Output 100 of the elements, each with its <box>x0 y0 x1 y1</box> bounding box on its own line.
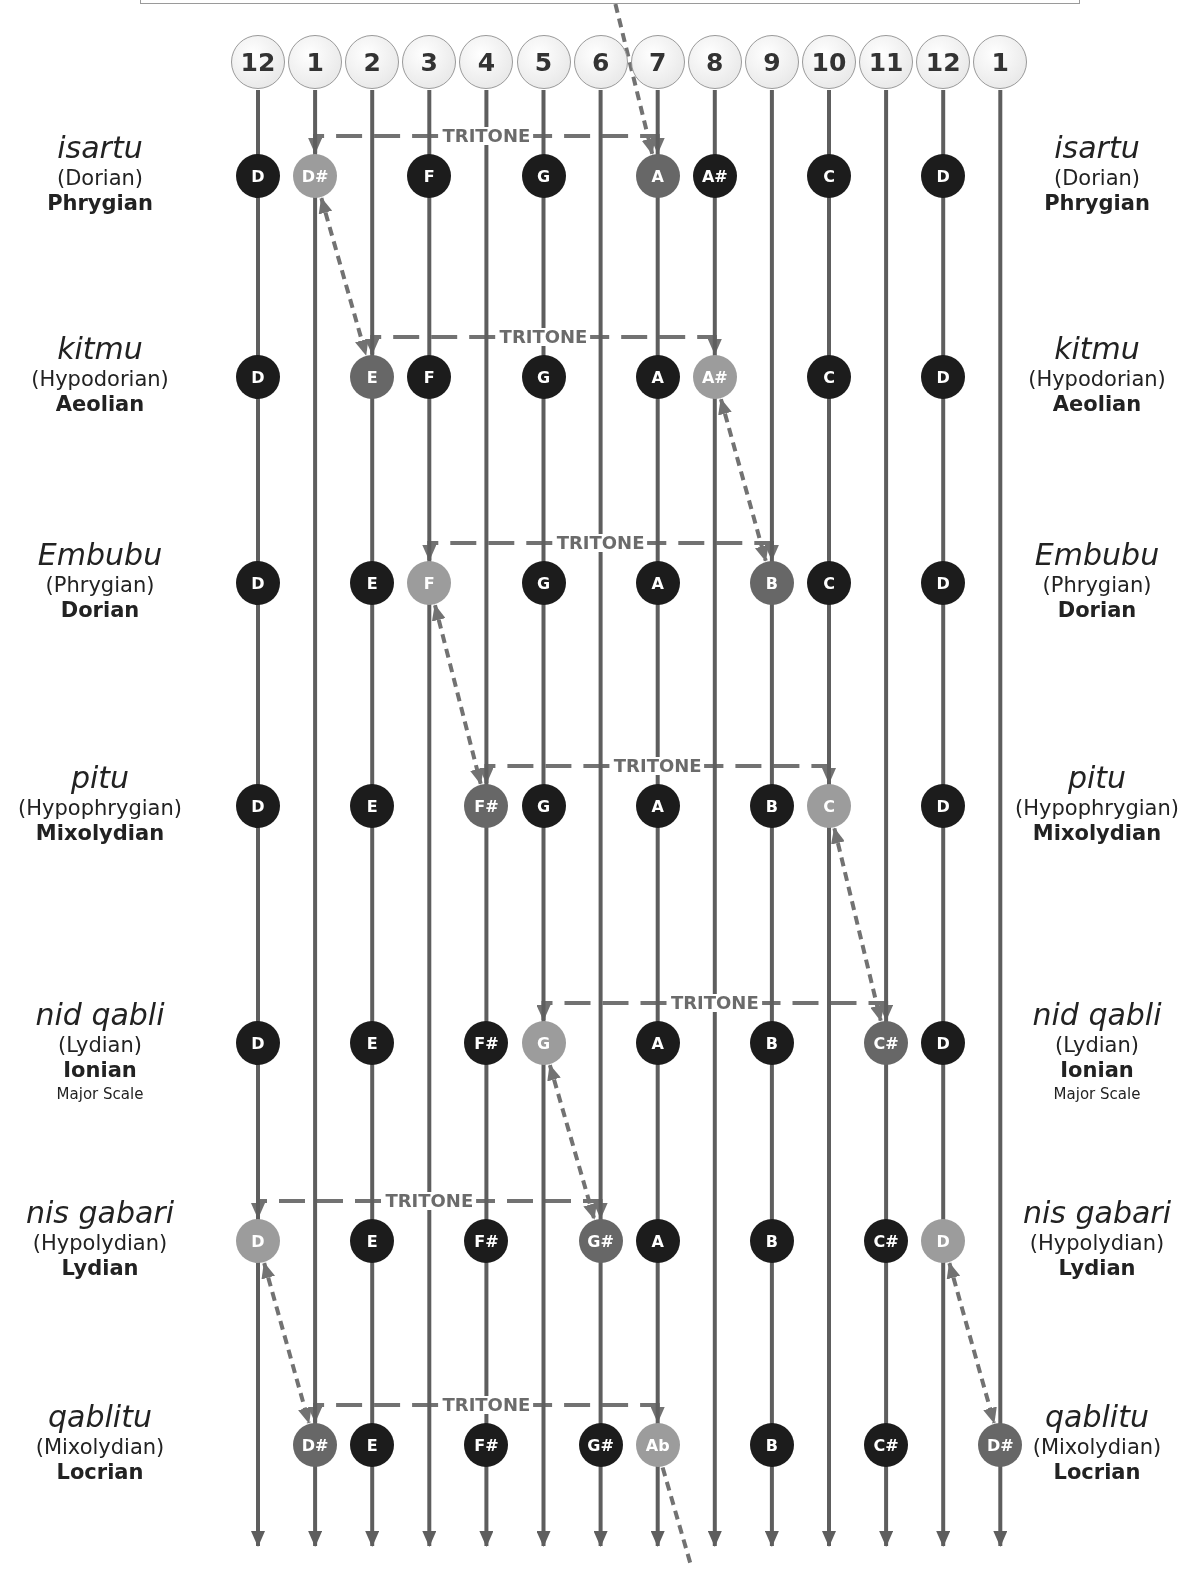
number-circle: 11 <box>859 35 914 89</box>
scale-note: Major Scale <box>1053 1086 1141 1102</box>
note-circle: G# <box>578 1219 623 1263</box>
note-circle: C# <box>864 1219 909 1263</box>
note-circle: D <box>921 154 966 198</box>
mode-label: Locrian <box>56 1461 144 1483</box>
mode-name: nis gabari <box>26 1198 174 1228</box>
mode-name: Embubu <box>37 540 163 570</box>
note-circle: D <box>236 154 280 198</box>
note-circle: D <box>921 355 966 399</box>
note-circle: D <box>236 1021 280 1065</box>
edge-label: TRITONE <box>553 534 648 552</box>
note-circle: A <box>635 355 680 399</box>
double-arrow <box>946 1262 997 1424</box>
mode-alias: (Dorian) <box>1053 167 1141 189</box>
mode-label: Mixolydian <box>35 822 165 844</box>
note-circle: A <box>635 561 680 605</box>
mode-alias: (Hypolydian) <box>1029 1232 1165 1254</box>
mode-alias: (Dorian) <box>56 167 144 189</box>
note-circle: G# <box>578 1423 623 1467</box>
double-arrow <box>318 197 369 356</box>
note-circle: D <box>921 1021 966 1065</box>
note-circle: B <box>749 561 794 605</box>
mode-alias: (Mixolydian) <box>35 1436 165 1458</box>
note-circle: C <box>807 561 851 605</box>
note-circle: A <box>635 784 680 828</box>
note-circle: G <box>521 561 566 605</box>
number-circle: 1 <box>973 35 1028 89</box>
mode-alias: (Lydian) <box>58 1034 142 1056</box>
note-circle: B <box>749 1219 794 1263</box>
note-circle: D <box>921 1219 966 1263</box>
note-circle: C# <box>864 1021 909 1065</box>
note-circle: G <box>521 154 566 198</box>
mode-label: Phrygian <box>47 192 153 214</box>
note-circle: G <box>521 355 566 399</box>
mode-label: Aeolian <box>55 393 145 415</box>
note-circle: A <box>635 154 680 198</box>
note-circle: B <box>749 1021 794 1065</box>
note-circle: A <box>635 1219 680 1263</box>
mode-name: qablitu <box>48 1402 152 1432</box>
mode-alias: (Hypolydian) <box>32 1232 168 1254</box>
double-arrow <box>831 827 884 1022</box>
double-arrow <box>718 398 769 562</box>
mode-label: Lydian <box>1058 1257 1136 1279</box>
note-circle: D <box>921 784 966 828</box>
note-circle: D <box>921 561 966 605</box>
note-circle: B <box>749 784 794 828</box>
note-circle: D <box>236 1219 280 1263</box>
mode-label: Ionian <box>1060 1059 1134 1081</box>
mode-label: Phrygian <box>1044 192 1150 214</box>
note-circle: E <box>350 1219 395 1263</box>
mode-name: isartu <box>57 133 143 163</box>
number-circle: 6 <box>573 35 628 89</box>
number-circle: 2 <box>345 35 400 89</box>
mode-name: kitmu <box>57 334 143 364</box>
edge-label: TRITONE <box>496 328 591 346</box>
column-arrow <box>707 90 722 1547</box>
note-circle: F# <box>464 784 509 828</box>
mode-alias: (Hypodorian) <box>1028 368 1166 390</box>
note-circle: F <box>407 561 452 605</box>
number-circle: 7 <box>630 35 685 89</box>
scale-note: Major Scale <box>56 1086 144 1102</box>
note-circle: G <box>521 1021 566 1065</box>
mode-name: qablitu <box>1045 1402 1149 1432</box>
note-circle: C <box>807 355 851 399</box>
note-circle: D <box>236 561 280 605</box>
note-circle: E <box>350 355 395 399</box>
mode-label: Lydian <box>61 1257 139 1279</box>
mode-alias: (Hypophrygian) <box>18 797 182 819</box>
note-circle: E <box>350 1021 395 1065</box>
note-circle: G <box>521 784 566 828</box>
double-arrow <box>261 1262 312 1424</box>
mode-label: Locrian <box>1053 1461 1141 1483</box>
number-circle: 1 <box>288 35 343 89</box>
note-circle: A# <box>692 355 737 399</box>
note-circle: A# <box>692 154 737 198</box>
note-circle: D <box>236 355 280 399</box>
note-circle: D# <box>293 1423 338 1467</box>
dashed-arrow <box>613 3 656 155</box>
column-arrow <box>422 90 437 1547</box>
edge-label: TRITONE <box>382 1192 477 1210</box>
note-circle: E <box>350 1423 395 1467</box>
note-circle: C <box>807 784 851 828</box>
note-circle: A <box>635 1021 680 1065</box>
number-circle: 8 <box>687 35 742 89</box>
column-arrow <box>993 90 1008 1547</box>
note-circle: F# <box>464 1021 509 1065</box>
number-circle: 5 <box>516 35 571 89</box>
note-circle: C <box>807 154 851 198</box>
number-circle: 3 <box>402 35 457 89</box>
note-circle: Ab <box>635 1423 680 1467</box>
note-circle: D <box>236 784 280 828</box>
mode-name: nid qabli <box>1032 1000 1162 1030</box>
mode-name: isartu <box>1054 133 1140 163</box>
mode-name: Embubu <box>1034 540 1160 570</box>
column-arrow <box>822 90 836 1547</box>
column-arrow <box>879 90 894 1547</box>
note-circle: F <box>407 154 452 198</box>
mode-alias: (Hypophrygian) <box>1015 797 1179 819</box>
note-circle: C# <box>864 1423 909 1467</box>
